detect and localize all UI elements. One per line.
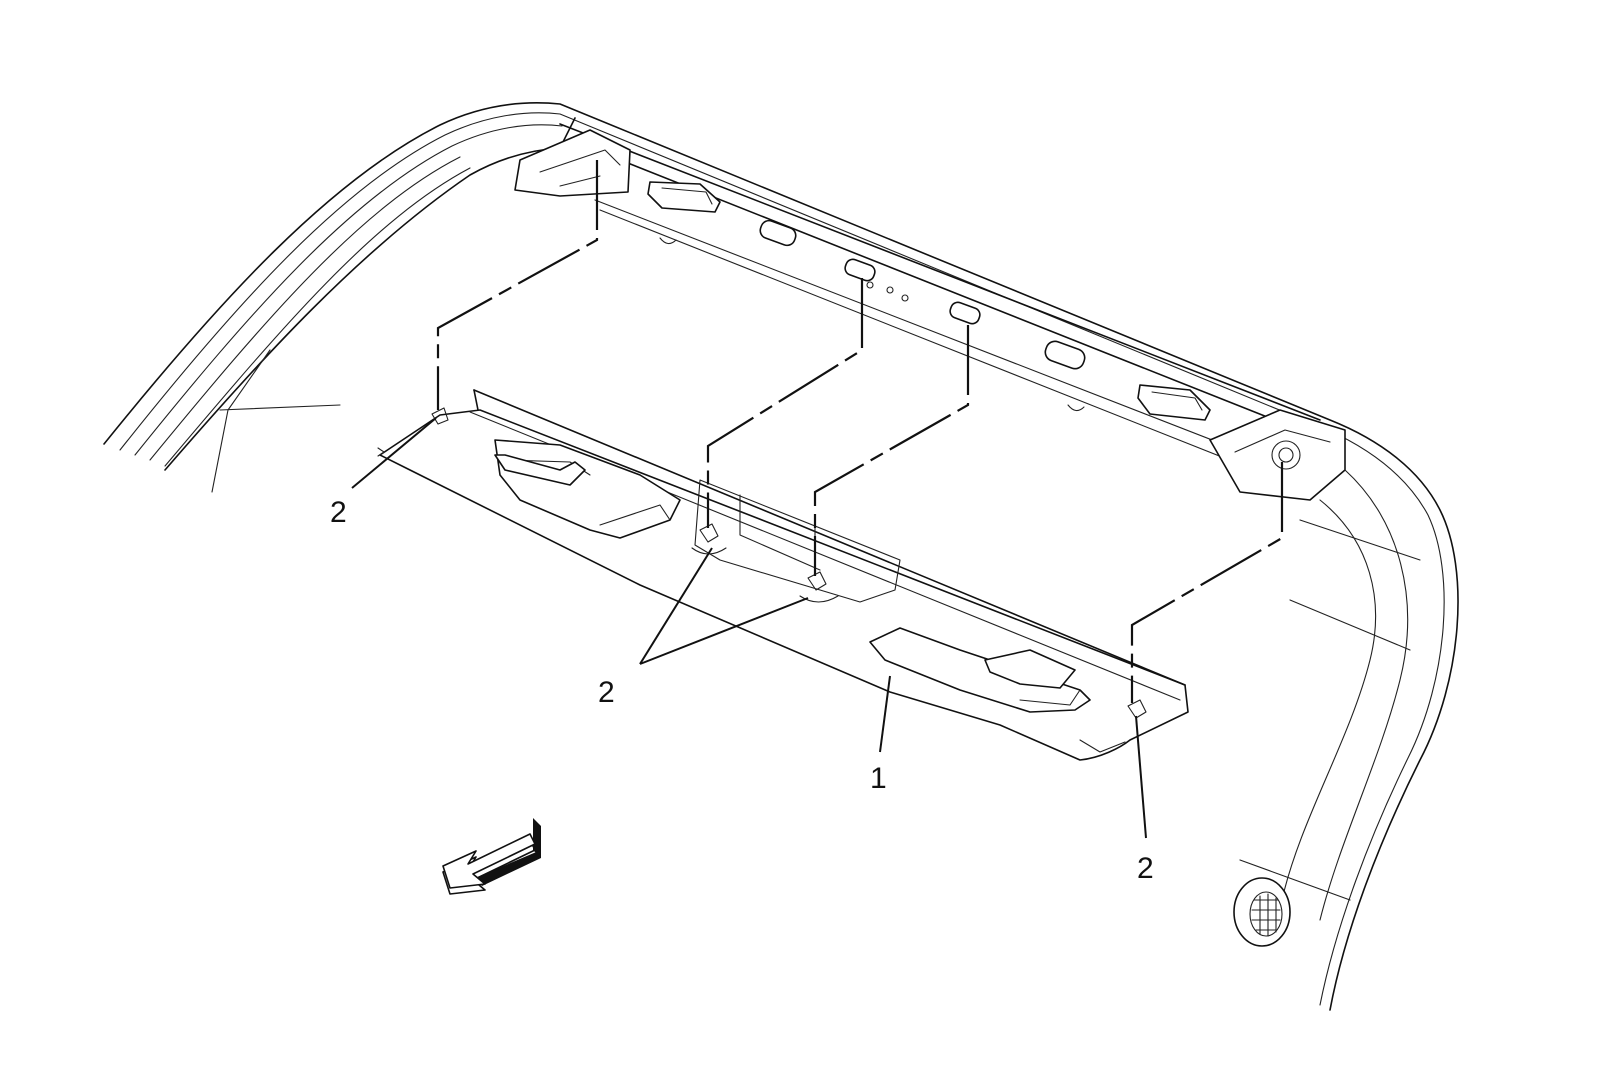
headliner-rear-trim-panel — [377, 389, 1189, 761]
callout-retainer-left: 2 — [330, 496, 347, 529]
roof-frame — [103, 102, 1459, 1011]
leader-lines — [351, 417, 1147, 839]
header-slots — [647, 181, 1211, 421]
callout-retainer-center: 2 — [598, 676, 615, 709]
alignment-lines — [436, 160, 1284, 703]
callout-trim-panel: 1 — [870, 762, 887, 795]
front-direction-arrow-icon — [442, 818, 541, 895]
speaker-grille-icon — [1233, 877, 1291, 947]
callout-retainer-right: 2 — [1137, 852, 1154, 885]
